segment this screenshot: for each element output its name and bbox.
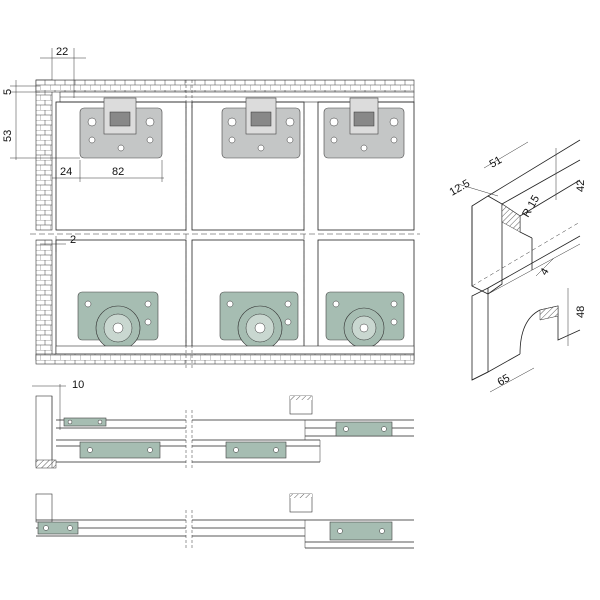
- left-wall: [35, 79, 53, 231]
- dim-2: 2: [70, 234, 76, 246]
- left-wall-lower: [35, 239, 53, 361]
- dim-42: 42: [575, 180, 587, 192]
- top-hanger-fitting-3: [323, 97, 405, 159]
- ceiling-beam: [35, 79, 415, 93]
- plan-view-lower: [35, 493, 414, 550]
- floor-rail: [55, 345, 415, 355]
- dim-82: 82: [112, 166, 124, 178]
- top-hanger-fitting-1: [79, 97, 163, 159]
- dim-48: 48: [575, 306, 587, 318]
- door-profile-isometric: 51 12.5 R 15 42 4 48 65: [448, 139, 587, 393]
- dim-53: 53: [2, 130, 14, 142]
- dim-4: 4: [538, 266, 551, 277]
- bottom-roller-fitting-1: [77, 291, 159, 351]
- dim-r15: R 15: [520, 193, 542, 219]
- dim-22: 22: [56, 46, 68, 58]
- dim-12-5: 12.5: [448, 177, 473, 198]
- front-view: 22 5 53 24 82 2: [2, 46, 420, 368]
- bottom-roller-fitting-3: [325, 291, 405, 349]
- bottom-roller-fitting-2: [219, 291, 299, 351]
- floor: [35, 353, 415, 365]
- dim-10: 10: [72, 379, 84, 391]
- dim-5: 5: [2, 89, 14, 95]
- dim-24: 24: [60, 166, 72, 178]
- top-hanger-fitting-2: [221, 97, 301, 159]
- dim-51: 51: [488, 154, 505, 171]
- dim-65: 65: [496, 372, 513, 389]
- plan-view-upper: 10: [32, 379, 414, 470]
